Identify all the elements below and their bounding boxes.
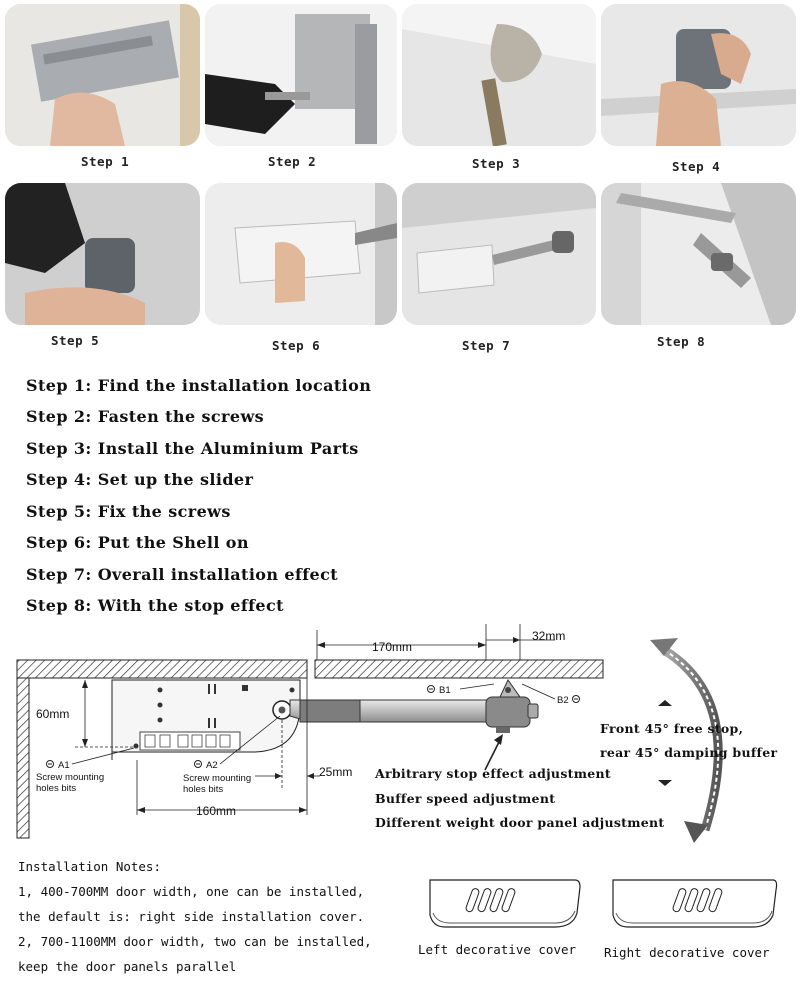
- step-5-caption: Step 5: [51, 333, 100, 348]
- right-cover-caption: Right decorative cover: [604, 945, 770, 960]
- step-3-photo: [402, 4, 596, 146]
- installation-diagram: 170mm 32mm B1 B2 60mm A1 Screw mounting …: [16, 624, 723, 843]
- adjustment-2: Buffer speed adjustment: [375, 791, 556, 806]
- step-4-photo: [601, 4, 796, 146]
- step-6-caption: Step 6: [272, 338, 321, 353]
- stop-note-line-1: Front 45° free stop,: [600, 721, 744, 736]
- step-5-text: Step 5: Fix the screws: [26, 502, 231, 521]
- stop-head: [485, 696, 531, 728]
- step-8-text: Step 8: With the stop effect: [26, 596, 284, 615]
- cabinet-side: [16, 677, 30, 839]
- a2-screw-label-1: Screw mounting: [183, 773, 251, 784]
- adjustment-1: Arbitrary stop effect adjustment: [375, 766, 611, 781]
- dim-60-label: 60mm: [36, 707, 69, 721]
- step-2-photo: [205, 4, 397, 146]
- step-3-text: Step 3: Install the Aluminium Parts: [26, 439, 359, 458]
- dim-25-label: 25mm: [319, 765, 352, 779]
- step-1-photo: [5, 4, 200, 146]
- step-2-text: Step 2: Fasten the screws: [26, 407, 265, 426]
- b2-label: B2: [557, 695, 569, 706]
- right-decorative-cover-drawing: [612, 879, 778, 928]
- step-2-caption: Step 2: [268, 154, 317, 169]
- step-8-photo: [601, 183, 796, 325]
- cabinet-top-left: [16, 659, 308, 679]
- step-6-text: Step 6: Put the Shell on: [26, 533, 249, 552]
- a1-screw-label-1: Screw mounting: [36, 772, 104, 783]
- dim-32-label: 32mm: [532, 629, 565, 643]
- notes-heading: Installation Notes:: [18, 859, 161, 874]
- adjustment-3: Different weight door panel adjustment: [375, 815, 665, 830]
- a2-label: A2: [206, 760, 218, 771]
- stop-note-line-2: rear 45° damping buffer: [600, 745, 778, 760]
- motion-arc: [661, 646, 723, 832]
- step-3-caption: Step 3: [472, 156, 521, 171]
- step-4-text: Step 4: Set up the slider: [26, 470, 254, 489]
- notes-line-1: 1, 400-700MM door width, one can be inst…: [18, 884, 365, 899]
- cabinet-top-right: [314, 659, 604, 679]
- a2-screw-label-2: holes bits: [183, 784, 223, 795]
- left-decorative-cover-drawing: [429, 879, 581, 928]
- notes-line-3: 2, 700-1100MM door width, two can be ins…: [18, 934, 372, 949]
- dim-160-label: 160mm: [196, 804, 236, 818]
- notes-line-2: the default is: right side installation …: [18, 909, 365, 924]
- a1-label: A1: [58, 760, 70, 771]
- b1-label: B1: [439, 685, 451, 696]
- a1-screw-label-2: holes bits: [36, 783, 76, 794]
- left-cover-caption: Left decorative cover: [418, 942, 577, 957]
- step-7-caption: Step 7: [462, 338, 511, 353]
- dim-170-label: 170mm: [372, 640, 412, 654]
- step-8-caption: Step 8: [657, 334, 706, 349]
- notes-line-4: keep the door panels parallel: [18, 959, 237, 974]
- step-7-photo: [402, 183, 596, 325]
- step-4-caption: Step 4: [672, 159, 721, 174]
- step-5-photo: [5, 183, 200, 325]
- step-1-caption: Step 1: [81, 154, 130, 169]
- step-6-photo: [205, 183, 397, 325]
- step-1-text: Step 1: Find the installation location: [26, 376, 372, 395]
- step-7-text: Step 7: Overall installation effect: [26, 565, 339, 584]
